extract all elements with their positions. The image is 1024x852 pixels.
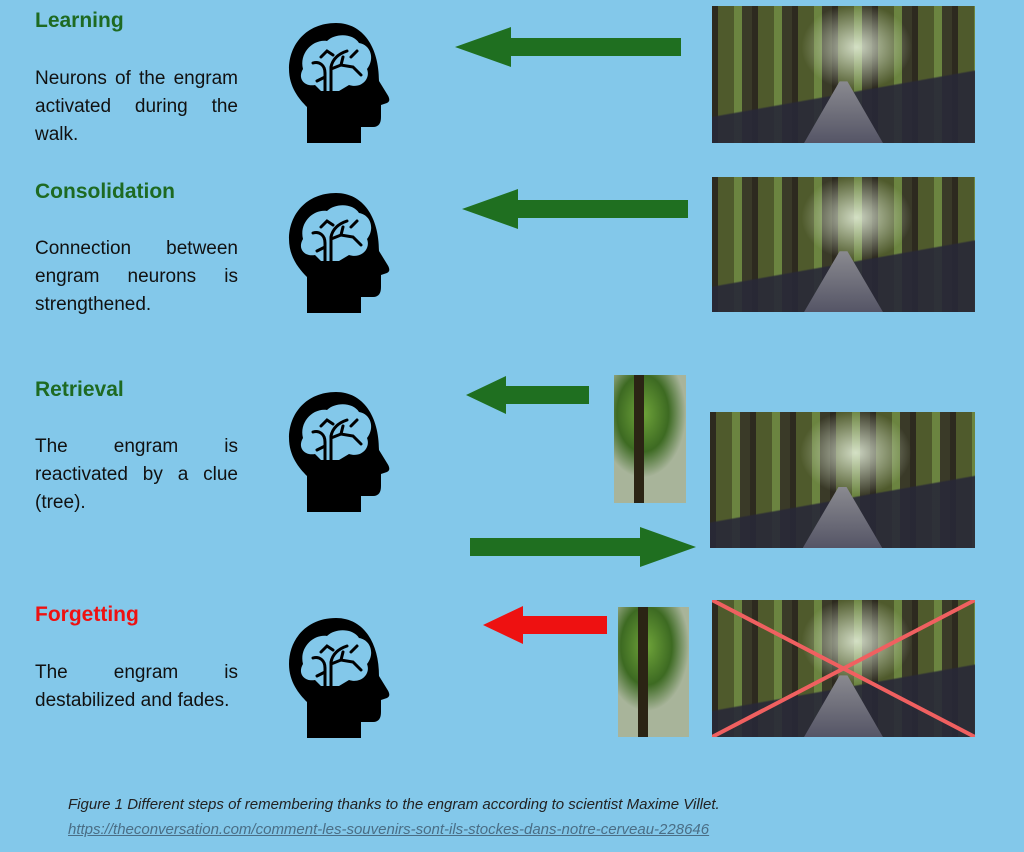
arrow-left-icon [462, 189, 688, 229]
forest-path-image [712, 6, 975, 143]
step-description-consolidation: Connection between engram neurons is str… [35, 238, 238, 315]
forest-path-image [710, 412, 975, 548]
arrow-left-icon [466, 376, 589, 414]
brain-head-icon [281, 612, 391, 738]
step-title-retrieval: Retrieval [35, 378, 124, 401]
arrow-left-icon [455, 27, 681, 67]
figure-caption: Figure 1 Different steps of remembering … [68, 796, 720, 813]
brain-head-icon [281, 17, 391, 143]
step-description-retrieval: The engram is reactivated by a clue (tre… [35, 436, 238, 513]
cross-out-icon [712, 600, 975, 737]
brain-head-icon [281, 187, 391, 313]
step-title-learning: Learning [35, 9, 124, 32]
step-description-learning: Neurons of the engram activated during t… [35, 68, 238, 145]
forest-path-image [712, 177, 975, 312]
step-title-consolidation: Consolidation [35, 180, 175, 203]
arrow-left-red-icon [483, 606, 607, 644]
tree-clue-image [614, 375, 686, 503]
source-link[interactable]: https://theconversation.com/comment-les-… [68, 821, 710, 838]
tree-clue-image [618, 607, 689, 737]
step-title-forgetting: Forgetting [35, 603, 139, 626]
brain-head-icon [281, 386, 391, 512]
forest-path-image-crossed [712, 600, 975, 737]
arrow-right-icon [470, 527, 696, 567]
step-description-forgetting: The engram is destabilized and fades. [35, 662, 238, 711]
